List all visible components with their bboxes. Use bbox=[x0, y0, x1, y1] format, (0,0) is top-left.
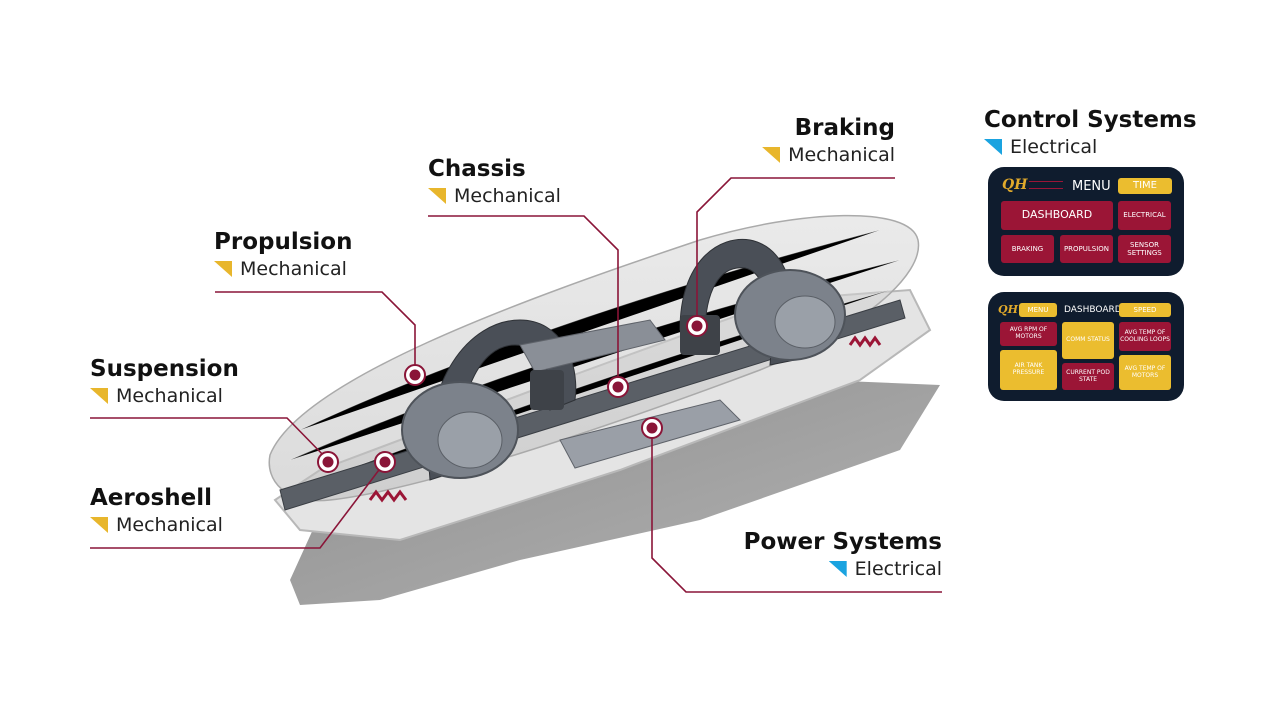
label-title: Control Systems bbox=[984, 107, 1197, 133]
label-chassis: Chassis Mechanical bbox=[428, 155, 561, 209]
mechanical-icon bbox=[428, 188, 446, 204]
label-title: Suspension bbox=[90, 356, 239, 382]
label-aeroshell: Aeroshell Mechanical bbox=[90, 484, 223, 538]
sensor-settings-button[interactable]: SENSOR SETTINGS bbox=[1118, 235, 1171, 263]
battery-top bbox=[519, 319, 666, 373]
marker-suspension bbox=[317, 451, 339, 473]
label-title: Aeroshell bbox=[90, 485, 212, 511]
marker-power bbox=[641, 417, 663, 439]
avg-temp-motors-tile: AVG TEMP OF MOTORS bbox=[1119, 355, 1171, 390]
label-title: Braking bbox=[794, 115, 895, 141]
dashboard-button[interactable]: DASHBOARD bbox=[1001, 201, 1113, 230]
leader-aeroshell bbox=[90, 461, 386, 549]
air-tank-pressure-tile: AIR TANK PRESSURE bbox=[1000, 350, 1057, 390]
marker-propulsion bbox=[404, 364, 426, 386]
speed-button[interactable]: SPEED bbox=[1119, 303, 1171, 317]
electrical-button[interactable]: ELECTRICAL bbox=[1118, 201, 1171, 230]
dashboard-panel: QH MENU DASHBOARD SPEED AVG RPM OF MOTOR… bbox=[988, 292, 1184, 401]
mechanical-icon bbox=[90, 517, 108, 533]
avg-temp-cooling-tile: AVG TEMP OF COOLING LOOPS bbox=[1119, 322, 1171, 351]
label-category: Mechanical bbox=[240, 258, 347, 280]
time-button[interactable]: TIME bbox=[1118, 178, 1172, 194]
label-category: Mechanical bbox=[788, 144, 895, 166]
leader-propulsion bbox=[215, 291, 416, 374]
propulsion-button[interactable]: PROPULSION bbox=[1060, 235, 1113, 263]
label-category: Electrical bbox=[854, 558, 942, 580]
label-propulsion: Propulsion Mechanical bbox=[214, 228, 352, 282]
marker-chassis bbox=[607, 376, 629, 398]
label-category: Mechanical bbox=[116, 514, 223, 536]
pod-shadow bbox=[290, 380, 940, 605]
label-title: Chassis bbox=[428, 156, 526, 182]
menu-button[interactable]: MENU bbox=[1019, 303, 1057, 317]
electrical-icon bbox=[984, 139, 1002, 155]
label-power-systems: Power Systems Electrical bbox=[744, 528, 942, 582]
mechanical-icon bbox=[214, 261, 232, 277]
label-braking: Braking Mechanical bbox=[762, 114, 895, 168]
front-hoop bbox=[428, 319, 577, 481]
menu-panel: QH MENU TIME DASHBOARD ELECTRICAL BRAKIN… bbox=[988, 167, 1184, 276]
electrical-icon bbox=[828, 561, 847, 577]
label-category: Mechanical bbox=[116, 385, 223, 407]
marker-aeroshell bbox=[374, 451, 396, 473]
avg-rpm-tile: AVG RPM OF MOTORS bbox=[1000, 322, 1057, 346]
marker-braking bbox=[686, 315, 708, 337]
label-category: Mechanical bbox=[454, 185, 561, 207]
team-logo: QH bbox=[1002, 177, 1064, 193]
label-suspension: Suspension Mechanical bbox=[90, 355, 239, 409]
label-control-systems: Control Systems Electrical bbox=[984, 106, 1197, 160]
current-pod-state-tile: CURRENT POD STATE bbox=[1062, 363, 1114, 390]
suspension-rear bbox=[848, 335, 882, 348]
team-logo: QH bbox=[998, 303, 1018, 316]
braking-button[interactable]: BRAKING bbox=[1001, 235, 1054, 263]
leader-power bbox=[651, 428, 942, 593]
leader-braking bbox=[696, 177, 895, 326]
menu-title: MENU bbox=[1072, 179, 1111, 194]
label-title: Propulsion bbox=[214, 229, 353, 255]
leader-chassis bbox=[428, 215, 619, 386]
suspension-front bbox=[368, 489, 408, 503]
leader-suspension bbox=[90, 417, 329, 461]
mechanical-icon bbox=[762, 147, 781, 163]
comm-status-tile: COMM STATUS bbox=[1062, 322, 1114, 359]
mechanical-icon bbox=[90, 388, 108, 404]
label-category: Electrical bbox=[1010, 136, 1098, 158]
dashboard-title: DASHBOARD bbox=[1064, 305, 1122, 315]
label-title: Power Systems bbox=[743, 529, 942, 555]
